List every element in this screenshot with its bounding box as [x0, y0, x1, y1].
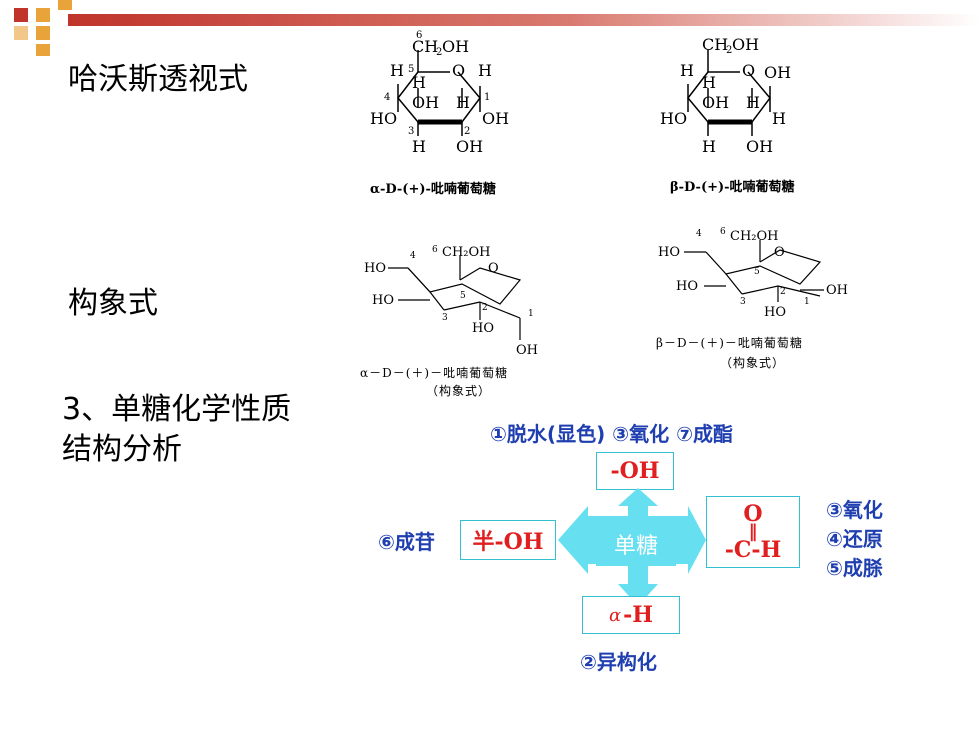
svg-text:OH: OH [746, 137, 773, 156]
aldehyde-ch: -C-H [724, 537, 782, 563]
deco-square [14, 26, 28, 40]
svg-text:CH: CH [702, 35, 728, 54]
center-text: 单糖 [613, 534, 658, 559]
svg-text:2: 2 [726, 45, 732, 56]
svg-text:1: 1 [484, 92, 490, 103]
top-reactions-label: ①脱水(显色) ③氧化 ⑦成酯 [490, 422, 734, 446]
svg-text:H: H [412, 137, 426, 156]
svg-text:H: H [456, 93, 470, 112]
header-squares [14, 0, 980, 56]
alpha-chair-structure: 4 6 CH₂OH HO O 5 HO 3 2 1 HO OH α－D－(＋)－… [360, 240, 570, 400]
glycoside-label: ⑥成苷 [378, 530, 435, 554]
svg-text:OH: OH [482, 109, 509, 128]
reaction-reduction: ④还原 [826, 527, 883, 551]
conformation-label: 构象式 [68, 286, 158, 321]
svg-text:O: O [452, 61, 465, 80]
svg-text:1: 1 [528, 309, 534, 319]
aldehyde-o: O [743, 501, 763, 527]
svg-text:OH: OH [764, 63, 791, 82]
monosaccharide-center: 单糖 [596, 522, 676, 566]
svg-text:O: O [742, 61, 755, 80]
header-decor [0, 0, 980, 60]
svg-text:HO: HO [364, 261, 386, 276]
svg-text:5: 5 [408, 64, 414, 75]
svg-text:OH: OH [442, 37, 469, 56]
section-title-line2: 结构分析 [62, 432, 182, 467]
reaction-osazone: ⑤成脎 [826, 556, 883, 580]
isomerization-label: ②异构化 [580, 650, 657, 674]
svg-text:HO: HO [372, 293, 394, 308]
svg-text:2: 2 [436, 47, 442, 58]
alpha-greek: α [608, 604, 622, 626]
alpha-haworth-structure: 6 CH 2 OH H 5 O H 4 H OH H 1 HO 3 2 OH H… [350, 28, 550, 198]
svg-text:HO: HO [370, 109, 397, 128]
svg-text:OH: OH [732, 35, 759, 54]
svg-text:2: 2 [464, 126, 470, 137]
svg-text:2: 2 [780, 287, 786, 297]
svg-text:4: 4 [384, 92, 390, 103]
svg-text:OH: OH [702, 93, 729, 112]
alpha-haworth-caption: α-D-(+)-吡喃葡萄糖 [370, 182, 496, 197]
svg-text:6: 6 [432, 245, 438, 255]
svg-text:5: 5 [460, 291, 466, 301]
svg-text:3: 3 [442, 313, 448, 323]
beta-chair-structure: 4 6 CH₂OH HO O 5 HO 3 2 1 OH HO β－D－(＋)－… [650, 224, 870, 384]
svg-text:HO: HO [658, 245, 680, 260]
svg-text:H: H [390, 61, 404, 80]
hydroxyl-box-text: -OH [610, 458, 660, 484]
svg-text:O: O [774, 245, 785, 260]
svg-text:OH: OH [826, 283, 848, 298]
hemiacetal-oh-text: 半-OH [472, 529, 544, 555]
svg-text:O: O [488, 261, 499, 276]
alpha-chair-caption: α－D－(＋)－吡喃葡萄糖 [360, 366, 509, 380]
beta-haworth-structure: CH 2 OH H O OH H OH H HO H H OH β-D-(+)-… [640, 28, 840, 198]
svg-text:5: 5 [754, 267, 760, 277]
deco-square [14, 8, 28, 22]
svg-text:6: 6 [416, 30, 422, 41]
svg-text:HO: HO [660, 109, 687, 128]
svg-text:H: H [478, 61, 492, 80]
svg-text:1: 1 [804, 297, 810, 307]
beta-chair-caption: β－D－(＋)－吡喃葡萄糖 [656, 336, 803, 350]
beta-chair-subcaption: （构象式） [720, 356, 786, 370]
alpha-h-text: -H [623, 602, 654, 628]
svg-text:H: H [702, 73, 716, 92]
deco-square [36, 8, 50, 22]
svg-text:OH: OH [412, 93, 439, 112]
alpha-h-box: α -H [582, 596, 680, 634]
haworth-label: 哈沃斯透视式 [68, 62, 248, 97]
svg-text:2: 2 [482, 303, 488, 313]
aldehyde-box: O ‖ -C-H [706, 496, 800, 568]
svg-text:4: 4 [696, 229, 702, 239]
right-reactions: ③氧化 ④还原 ⑤成脎 [826, 496, 883, 583]
svg-text:HO: HO [764, 305, 786, 320]
svg-text:H: H [772, 109, 786, 128]
alpha-chair-subcaption: （构象式） [426, 384, 492, 398]
section-title-line1: 3、单糖化学性质 [62, 392, 292, 427]
svg-text:3: 3 [408, 126, 414, 137]
svg-text:OH: OH [456, 137, 483, 156]
svg-text:H: H [680, 61, 694, 80]
header-gradient-bar [68, 14, 980, 26]
svg-text:OH: OH [516, 343, 538, 358]
svg-text:4: 4 [410, 251, 416, 261]
svg-text:HO: HO [676, 279, 698, 294]
svg-text:3: 3 [740, 297, 746, 307]
svg-text:H: H [702, 137, 716, 156]
deco-square [36, 26, 50, 40]
svg-text:6: 6 [720, 227, 726, 237]
svg-text:HO: HO [472, 321, 494, 336]
hemiacetal-oh-box: 半-OH [460, 520, 556, 560]
svg-text:CH₂OH: CH₂OH [730, 229, 779, 244]
svg-text:H: H [412, 73, 426, 92]
svg-text:CH₂OH: CH₂OH [442, 245, 491, 260]
hydroxyl-box: -OH [596, 452, 674, 490]
beta-haworth-caption: β-D-(+)-吡喃葡萄糖 [670, 180, 795, 195]
deco-square [36, 44, 50, 56]
reaction-oxidation: ③氧化 [826, 498, 883, 522]
deco-square [58, 0, 72, 10]
svg-text:H: H [746, 93, 760, 112]
aldehyde-double-bond: ‖ [748, 521, 758, 542]
ch2oh-group: CH [412, 37, 438, 56]
